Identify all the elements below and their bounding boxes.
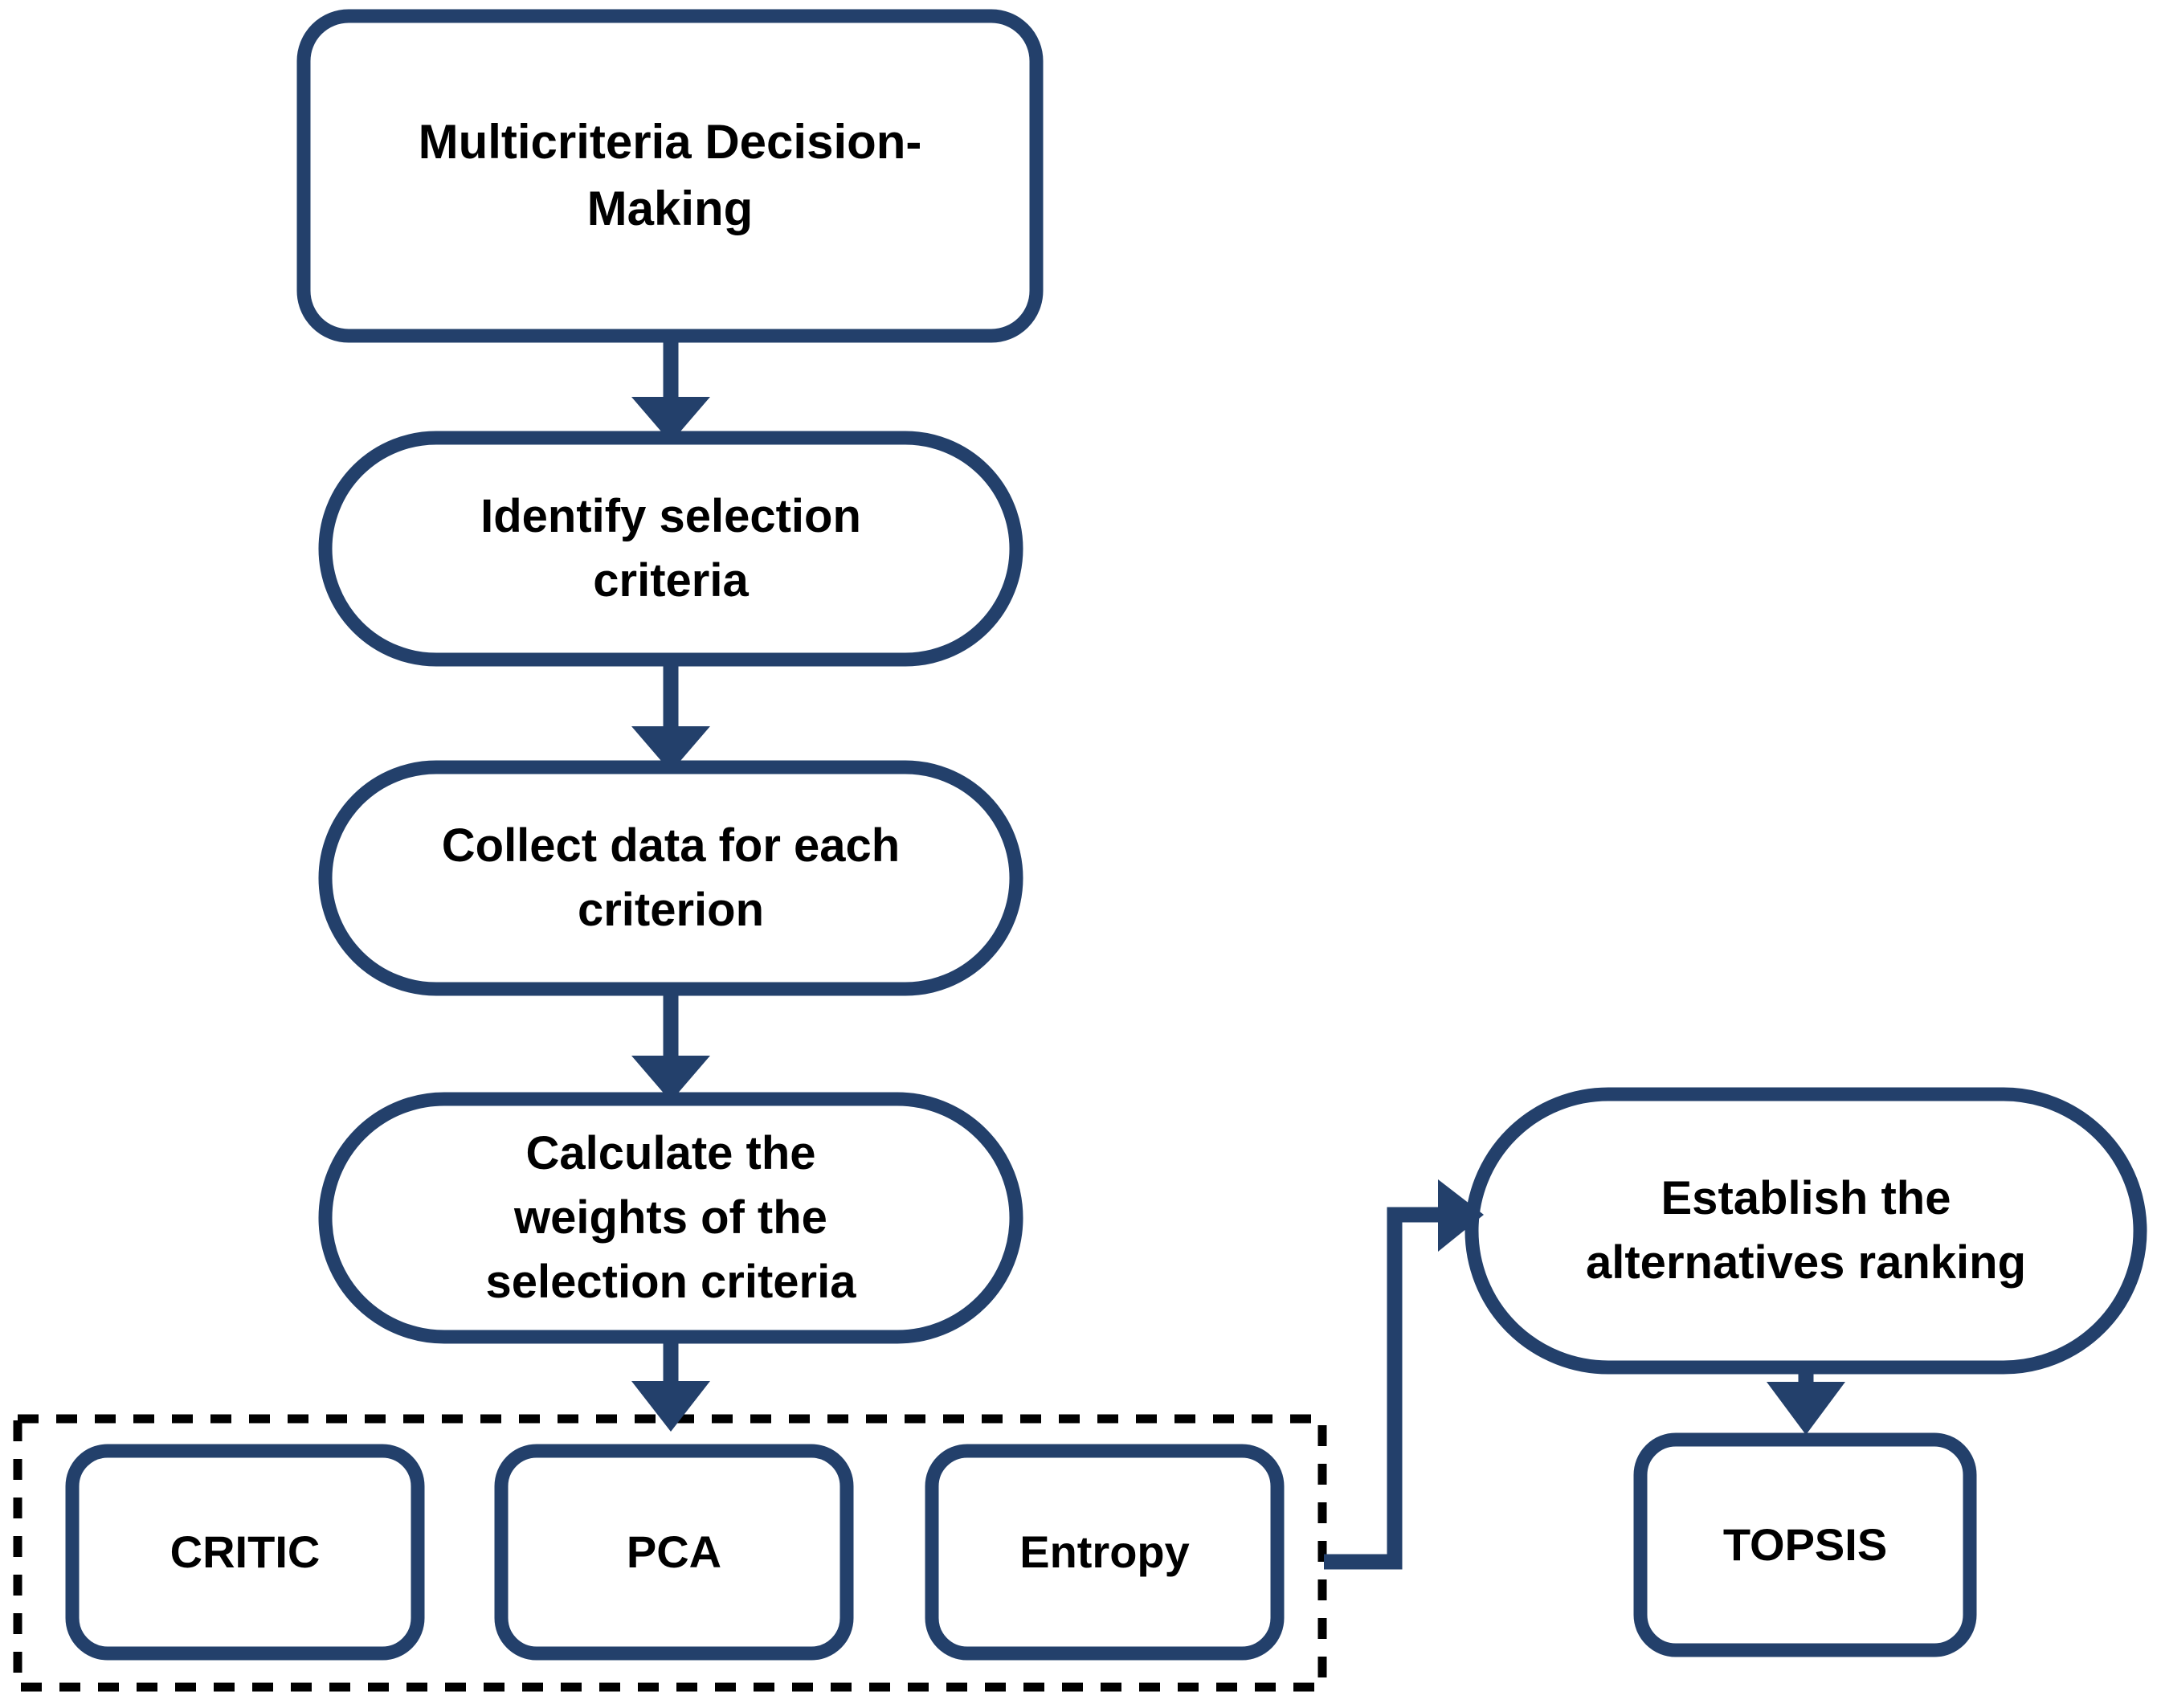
- edge-establish-to-topsis: [1767, 1367, 1845, 1435]
- edge-calculate-to-weighting-group: [631, 1337, 710, 1432]
- node-shape-critic[interactable]: [65, 1444, 425, 1661]
- node-shape-collect[interactable]: [318, 760, 1023, 996]
- edge-identify-to-collect: [631, 660, 710, 772]
- node-shape-topsis[interactable]: [1633, 1432, 1977, 1657]
- node-shape-calculate[interactable]: [318, 1092, 1023, 1344]
- node-shape-mcdm[interactable]: [296, 9, 1044, 343]
- edge-weighting-group-to-establish: [1324, 1179, 1484, 1570]
- node-shape-identify[interactable]: [318, 431, 1023, 667]
- node-shape-pca[interactable]: [494, 1444, 854, 1661]
- edge-collect-to-calculate: [631, 989, 710, 1101]
- node-shape-establish[interactable]: [1464, 1087, 2147, 1375]
- node-shape-entropy[interactable]: [925, 1444, 1285, 1661]
- group-shape-weighting-methods: [13, 1414, 1327, 1692]
- edge-mcdm-to-identify: [631, 336, 710, 443]
